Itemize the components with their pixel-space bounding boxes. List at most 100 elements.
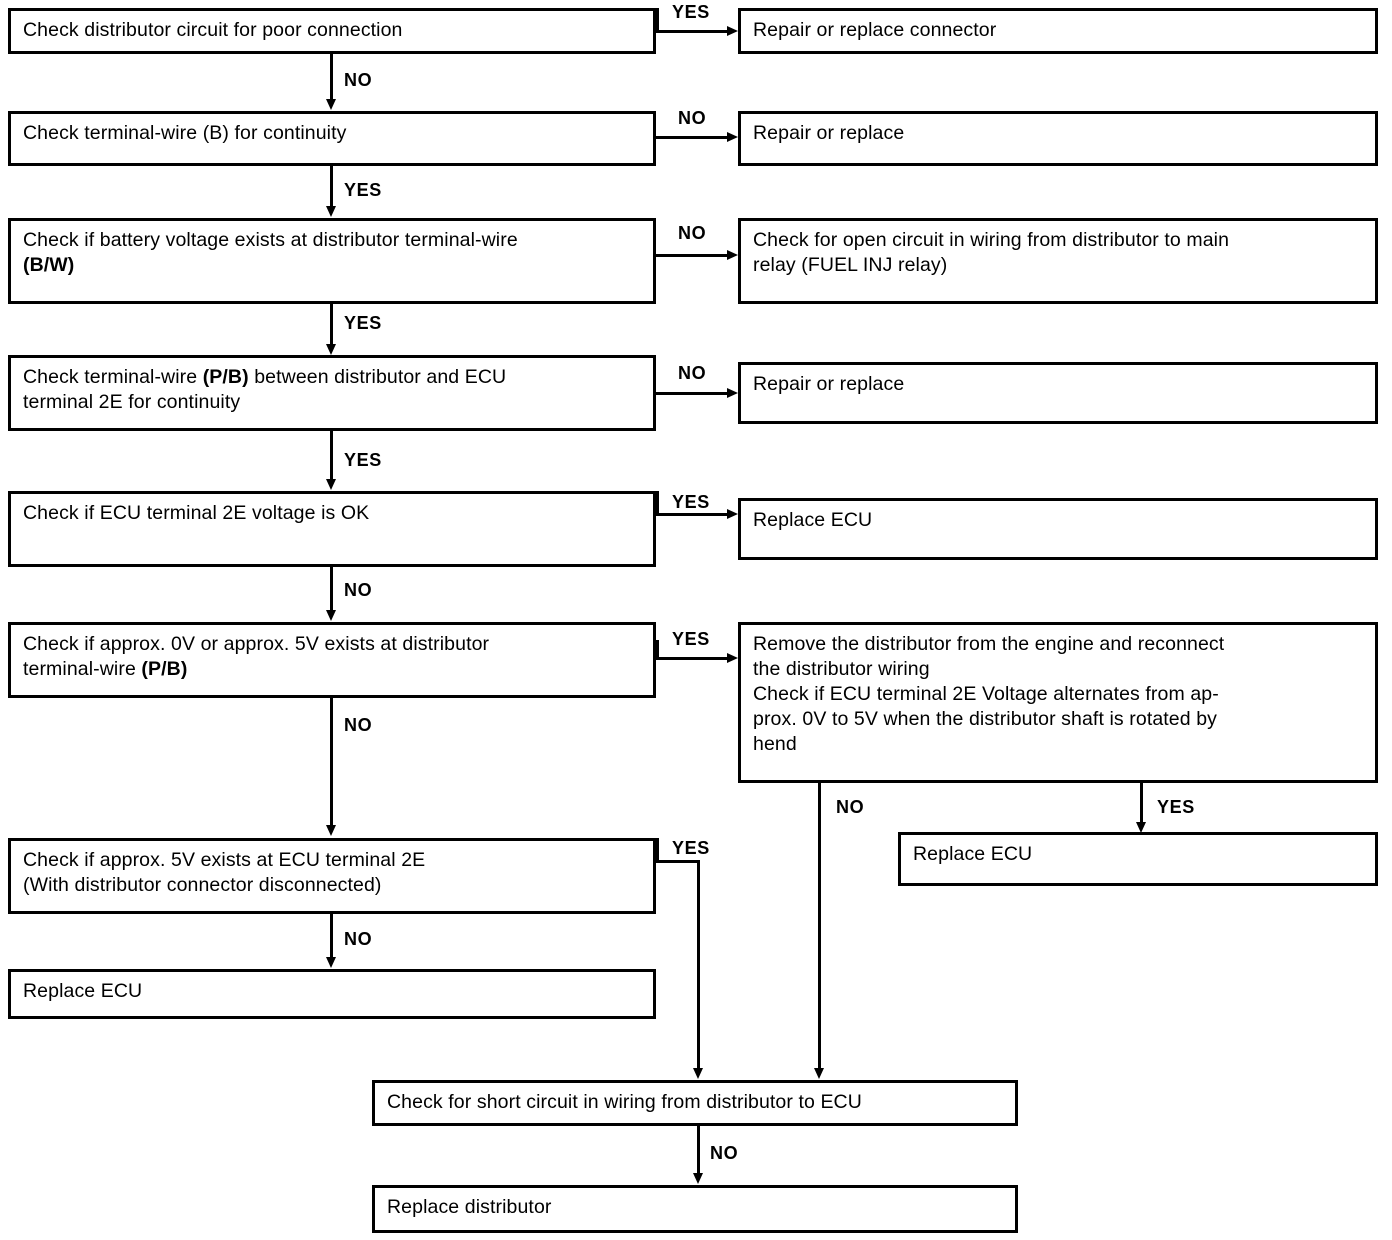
arrowhead-n11-to-n12: [727, 653, 738, 663]
flow-node-check-short-circuit-distributor-ecu: Check for short circuit in wiring from d…: [372, 1080, 1018, 1126]
node-text-line: prox. 0V to 5V when the distributor shaf…: [753, 708, 1217, 730]
arrowhead-n12-to-n13: [1136, 822, 1146, 833]
node-text-line: Check if approx. 5V exists at ECU termin…: [23, 849, 426, 871]
edge-label-no: NO: [678, 223, 707, 243]
flow-node-check-battery-voltage-bw: Check if battery voltage exists at distr…: [8, 218, 656, 304]
flow-node-replace-ecu-1: Replace ECU: [738, 498, 1378, 560]
node-text-line: Repair or replace connector: [753, 19, 997, 41]
edge-label-yes: YES: [672, 492, 710, 512]
connector-n1-to-n3: [330, 54, 333, 101]
connector-n7-to-n9: [330, 431, 333, 481]
node-text-line: Check for short circuit in wiring from d…: [387, 1091, 862, 1113]
connector-n14-yes-horizontal: [656, 860, 700, 863]
node-text-line: Check terminal-wire (B) for continuity: [23, 122, 347, 144]
connector-n14-yes-stub: [656, 838, 659, 862]
edge-label-yes: YES: [344, 313, 382, 333]
edge-label-yes: YES: [672, 629, 710, 649]
edge-label-yes: YES: [1157, 797, 1195, 817]
node-text-line: Replace ECU: [23, 980, 143, 1002]
node-text-line: relay (FUEL INJ relay): [753, 254, 948, 276]
flow-node-replace-ecu-2: Replace ECU: [898, 832, 1378, 886]
arrowhead-n16-to-n17: [693, 1173, 703, 1184]
node-text-line: terminal 2E for continuity: [23, 391, 241, 413]
flow-node-check-open-circuit-main-relay: Check for open circuit in wiring from di…: [738, 218, 1378, 304]
node-text-line: Check if ECU terminal 2E Voltage alterna…: [753, 683, 1219, 705]
arrowhead-n7-to-n9: [326, 479, 336, 490]
node-text-line: Check if ECU terminal 2E voltage is OK: [23, 502, 370, 524]
edge-label-no: NO: [344, 715, 373, 735]
arrowhead-n9-to-n11: [326, 610, 336, 621]
edge-label-no: NO: [344, 70, 373, 90]
node-text-line: Repair or replace: [753, 373, 905, 395]
node-text-line: the distributor wiring: [753, 658, 930, 680]
flow-node-replace-ecu-3: Replace ECU: [8, 969, 656, 1019]
connector-n14-to-n16: [697, 860, 700, 1069]
arrowhead-n3-to-n4: [727, 132, 738, 142]
arrowhead-n14-to-n15: [326, 957, 336, 968]
connector-n1-to-n2: [656, 30, 728, 33]
edge-label-no: NO: [344, 580, 373, 600]
arrowhead-n1-to-n2: [727, 26, 738, 36]
node-text-line: terminal-wire (P/B): [23, 658, 188, 680]
arrowhead-n1-to-n3: [326, 99, 336, 110]
node-text-line: (B/W): [23, 253, 641, 278]
connector-n14-to-n15: [330, 914, 333, 959]
node-text-line: Check terminal-wire (P/B) between distri…: [23, 366, 507, 388]
connector-n9-to-n10: [656, 513, 728, 516]
flow-node-remove-distributor-check-alternating: Remove the distributor from the engine a…: [738, 622, 1378, 783]
edge-label-no: NO: [710, 1143, 739, 1163]
edge-label-yes: YES: [344, 450, 382, 470]
arrowhead-n12-to-n16: [814, 1068, 824, 1079]
flow-node-repair-or-replace-2: Repair or replace: [738, 362, 1378, 424]
node-text-emphasis: (B/W): [23, 254, 75, 276]
node-text-emphasis: (P/B): [141, 658, 188, 680]
edge-label-yes: YES: [672, 838, 710, 858]
flow-node-repair-or-replace-1: Repair or replace: [738, 111, 1378, 166]
connector-n7-to-n8: [656, 392, 728, 395]
connector-n9-to-n11: [330, 567, 333, 612]
flow-node-repair-replace-connector: Repair or replace connector: [738, 8, 1378, 54]
flow-node-check-5v-ecu-2e-disconnected: Check if approx. 5V exists at ECU termin…: [8, 838, 656, 914]
node-text-line: Check if approx. 0V or approx. 5V exists…: [23, 633, 490, 655]
node-text-line: Check for open circuit in wiring from di…: [753, 229, 1230, 251]
arrowhead-n7-to-n8: [727, 388, 738, 398]
connector-n5-to-n6: [656, 254, 728, 257]
arrowhead-n14-to-n16: [693, 1068, 703, 1079]
node-text-line: (With distributor connector disconnected…: [23, 874, 382, 896]
flow-node-check-terminal-wire-b: Check terminal-wire (B) for continuity: [8, 111, 656, 166]
arrowhead-n9-to-n10: [727, 509, 738, 519]
node-text-line: Remove the distributor from the engine a…: [753, 633, 1225, 655]
arrowhead-n5-to-n6: [727, 250, 738, 260]
connector-n5-to-n7: [330, 304, 333, 346]
connector-n12-to-n16: [818, 783, 821, 1069]
node-text-line: Replace ECU: [753, 509, 873, 531]
node-text-line: Replace ECU: [913, 843, 1033, 865]
node-text-line: Replace distributor: [387, 1196, 552, 1218]
connector-n11-to-n14: [330, 698, 333, 826]
connector-n1-yes-stub: [656, 8, 659, 32]
edge-label-no: NO: [836, 797, 865, 817]
edge-label-no: NO: [678, 363, 707, 383]
node-text-line: Repair or replace: [753, 122, 905, 144]
node-text-line: Check if battery voltage exists at distr…: [23, 229, 518, 251]
flow-node-check-0v-or-5v-distributor-pb: Check if approx. 0V or approx. 5V exists…: [8, 622, 656, 698]
connector-n11-to-n12: [656, 657, 728, 660]
connector-n9-yes-stub: [656, 491, 659, 515]
edge-label-no: NO: [678, 108, 707, 128]
flow-node-check-ecu-2e-voltage-ok: Check if ECU terminal 2E voltage is OK: [8, 491, 656, 567]
node-text-line: Check distributor circuit for poor conne…: [23, 19, 403, 41]
arrowhead-n11-to-n14: [326, 825, 336, 836]
edge-label-yes: YES: [672, 2, 710, 22]
arrowhead-n3-to-n5: [326, 206, 336, 217]
flow-node-check-terminal-wire-pb-continuity: Check terminal-wire (P/B) between distri…: [8, 355, 656, 431]
connector-n11-yes-stub: [656, 640, 659, 660]
connector-n3-to-n4: [656, 136, 728, 139]
connector-n16-to-n17: [697, 1126, 700, 1174]
node-text-line: hend: [753, 733, 797, 755]
connector-n3-to-n5: [330, 166, 333, 208]
edge-label-no: NO: [344, 929, 373, 949]
node-text-emphasis: (P/B): [202, 366, 249, 388]
arrowhead-n5-to-n7: [326, 344, 336, 355]
edge-label-yes: YES: [344, 180, 382, 200]
